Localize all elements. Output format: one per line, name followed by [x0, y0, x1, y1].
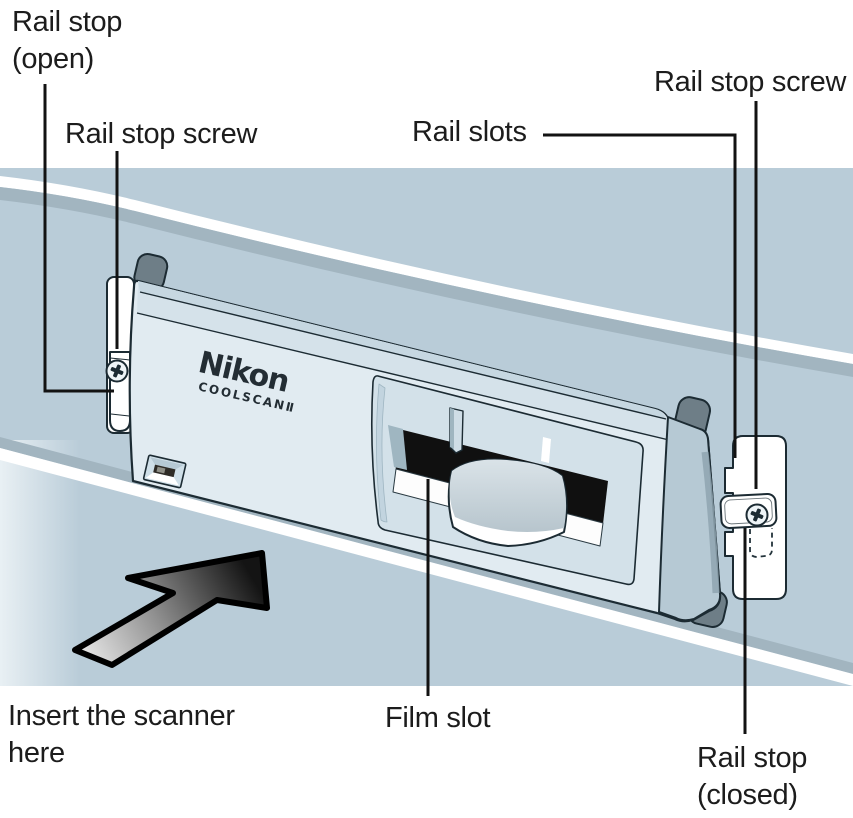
leader-lines: [43, 84, 758, 734]
label-insert-scanner-line2: here: [8, 737, 65, 769]
status-led-window: [142, 454, 187, 489]
rail-stop-screw-right-part: [745, 503, 769, 527]
insert-direction-arrow: [72, 550, 270, 668]
label-rail-stop-open-line1: Rail stop: [12, 6, 123, 38]
label-rail-stop-closed-line1: Rail stop: [697, 742, 808, 774]
label-rail-stop-closed-line2: (closed): [697, 779, 798, 811]
bay-upper-ridge-shadow: [0, 187, 853, 377]
rail-slot-lower: [724, 531, 733, 557]
label-rail-stop-open-line2: (open): [12, 43, 95, 75]
label-film-slot: Film slot: [385, 702, 491, 734]
label-rail-stop-open: Rail stop (open): [12, 4, 122, 78]
rail-stop-closed-assembly: [719, 492, 778, 558]
leader-rail-stop-open: [43, 84, 114, 393]
left-rail-assembly: [105, 276, 135, 434]
rail-stop-open-position-dashed: [749, 528, 773, 558]
label-rail-stop-closed: Rail stop (closed): [697, 740, 807, 814]
label-insert-scanner-line1: Insert the scanner: [8, 700, 235, 732]
label-rail-stop-screw-right: Rail stop screw: [654, 66, 847, 98]
scanner-body: Nikon COOLSCANⅡ: [128, 279, 722, 623]
rail-stop-screw-left-part: [105, 359, 129, 383]
label-rail-stop-screw-left: Rail stop screw: [65, 118, 258, 150]
film-slot-assembly: [370, 375, 644, 586]
rail-slot-upper: [724, 467, 733, 494]
label-insert-scanner: Insert the scanner here: [8, 698, 235, 772]
bay-upper-ridge-highlight: [0, 176, 853, 364]
label-rail-slots: Rail slots: [412, 116, 527, 148]
leader-rail-slots: [543, 133, 737, 458]
